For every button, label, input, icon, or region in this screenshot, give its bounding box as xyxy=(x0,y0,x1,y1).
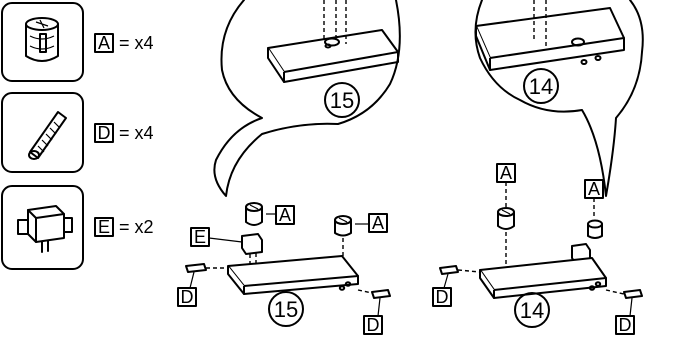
part-code-box-a xyxy=(94,33,114,53)
part-code-e: E xyxy=(98,217,110,237)
callout-label-a-3: A xyxy=(500,163,512,183)
callout-box-a-1 xyxy=(275,205,295,225)
callout-box-a-2 xyxy=(368,213,388,233)
step-number-14-top: 14 xyxy=(529,74,553,99)
part-quantity-a: = x4 xyxy=(119,33,154,53)
part-tile-d xyxy=(1,92,84,173)
step-number-15-bottom: 15 xyxy=(274,297,298,322)
callout-label-e: E xyxy=(194,227,206,247)
right-assembly: 14 A A D D 14 xyxy=(432,0,644,335)
part-quantity-e: = x2 xyxy=(119,217,154,237)
callout-label-a-1: A xyxy=(279,205,291,225)
zoom-callout-left xyxy=(213,0,401,197)
part-tile-a xyxy=(1,2,84,82)
callout-box-d-2 xyxy=(363,315,383,335)
part-code-d: D xyxy=(98,123,111,143)
callout-label-d-4: D xyxy=(619,315,632,335)
callout-label-d-1: D xyxy=(181,287,194,307)
part-code-a: A xyxy=(98,33,110,53)
callout-box-d-1 xyxy=(177,287,197,307)
callout-box-d-4 xyxy=(615,315,635,335)
callout-label-a-2: A xyxy=(372,213,384,233)
callout-label-d-3: D xyxy=(436,287,449,307)
callout-box-d-3 xyxy=(432,287,452,307)
part-tile-e xyxy=(1,185,84,270)
cam-lock-icon xyxy=(25,17,59,62)
step-number-15-top: 15 xyxy=(330,88,354,113)
step-number-14-bottom: 14 xyxy=(520,298,544,323)
bracket-connector-icon xyxy=(17,205,73,253)
zoom-callout-right xyxy=(474,0,644,197)
callout-label-d-2: D xyxy=(367,315,380,335)
part-code-box-e xyxy=(94,217,114,237)
step-marker-14-bottom xyxy=(514,292,550,328)
step-marker-15-bottom xyxy=(268,291,304,327)
part-code-box-d xyxy=(94,123,114,143)
callout-box-e xyxy=(190,227,210,247)
part-quantity-d: = x4 xyxy=(119,123,154,143)
wooden-dowel-icon xyxy=(28,111,67,160)
left-assembly: 15 A E A D D xyxy=(177,0,401,335)
callout-label-a-4: A xyxy=(588,179,600,199)
step-marker-15-top xyxy=(324,82,360,118)
step-marker-14-top xyxy=(523,68,559,104)
